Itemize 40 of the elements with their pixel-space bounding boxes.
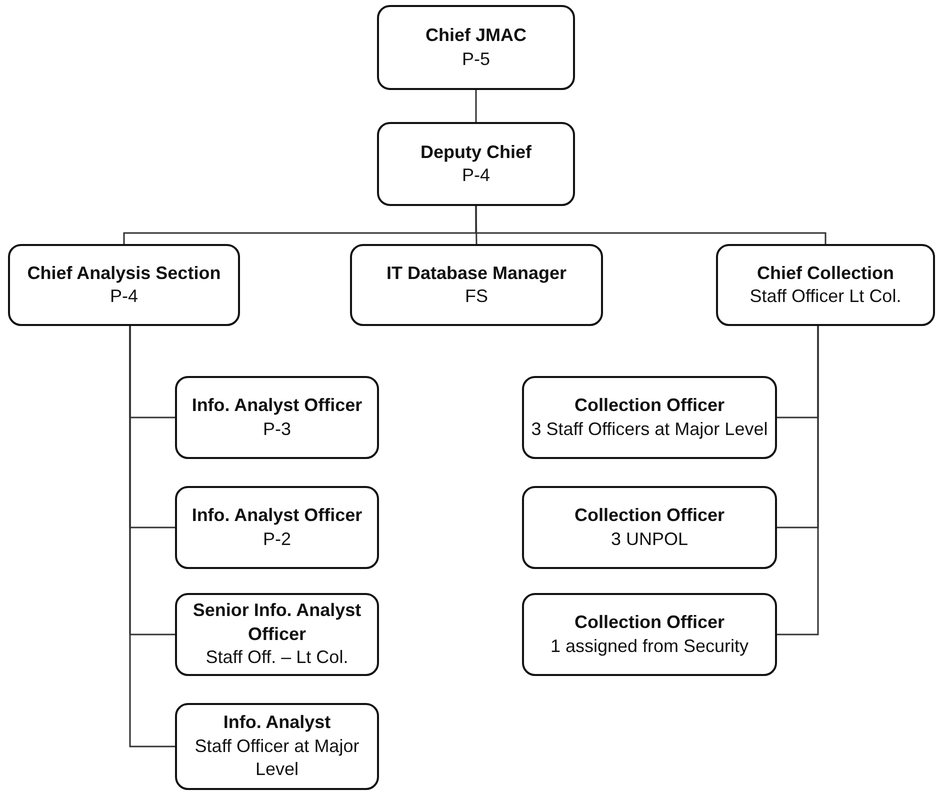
connector-line xyxy=(129,326,175,748)
role-title: Collection Officer xyxy=(574,394,725,418)
org-box xyxy=(522,376,777,459)
org-box xyxy=(350,244,603,326)
role-title: Deputy Chief xyxy=(420,140,532,164)
role-title: Collection Officer xyxy=(574,504,725,528)
role-grade: Staff Officer at Major Level xyxy=(194,734,360,782)
role-title: Chief Analysis Section xyxy=(27,262,221,285)
role-grade: P-4 xyxy=(462,164,490,187)
role-grade: 3 Staff Officers at Major Level xyxy=(531,418,768,441)
role-title: Senior Info. Analyst Officer xyxy=(192,599,362,646)
org-box xyxy=(8,244,240,326)
org-box xyxy=(716,244,935,326)
role-title: Chief JMAC xyxy=(425,24,526,48)
org-box xyxy=(175,486,379,569)
role-grade: P-2 xyxy=(262,528,291,550)
org-box xyxy=(175,593,379,676)
org-box xyxy=(377,5,575,90)
role-grade: Staff Officer Lt Col. xyxy=(750,285,902,308)
role-title: Info. Analyst Officer xyxy=(192,394,362,418)
org-box xyxy=(377,122,575,206)
role-grade: P-5 xyxy=(462,48,490,70)
role-title: Chief Collection xyxy=(756,262,894,285)
role-grade: P-4 xyxy=(110,285,138,308)
role-grade: 3 UNPOL xyxy=(610,528,688,550)
org-box xyxy=(175,376,379,459)
role-grade: 1 assigned from Security xyxy=(550,634,749,658)
connector-line xyxy=(475,206,826,244)
role-title: Info. Analyst xyxy=(223,711,331,734)
org-box xyxy=(522,486,777,569)
role-grade: P-3 xyxy=(262,418,291,440)
role-title: IT Database Manager xyxy=(386,262,567,285)
org-box xyxy=(175,703,379,790)
org-box xyxy=(522,593,777,676)
connector-line xyxy=(475,90,477,122)
role-grade: Staff Off. – Lt Col. xyxy=(206,646,348,670)
role-title: Collection Officer xyxy=(574,611,725,634)
role-title: Info. Analyst Officer xyxy=(192,504,362,528)
connector-line xyxy=(777,326,819,636)
role-grade: FS xyxy=(464,285,488,308)
